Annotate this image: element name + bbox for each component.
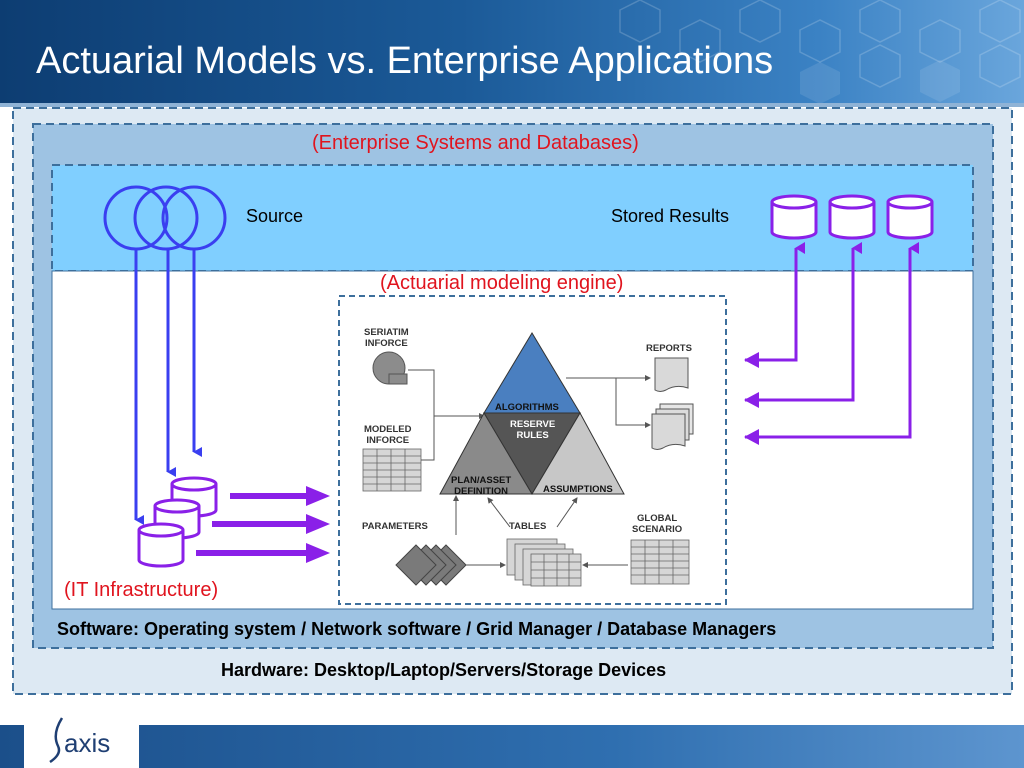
tables-label: TABLES [509, 521, 547, 532]
seriatim-inforce-icon [372, 351, 408, 385]
header-divider [0, 103, 1024, 107]
reports-label: REPORTS [646, 343, 692, 354]
stored-results-database-icons [770, 194, 934, 240]
it-database-icons [137, 476, 218, 568]
software-layer-label: Software: Operating system / Network sof… [57, 619, 777, 639]
company-logo: axis [64, 728, 111, 758]
engine-triangle [439, 332, 625, 495]
results-arrowheads-left [744, 352, 759, 445]
modeling-engine-label: (Actuarial modeling engine) [380, 272, 624, 294]
bottom-connectors [453, 495, 628, 568]
logo-background [24, 714, 139, 768]
parameters-label: PARAMETERS [362, 521, 428, 532]
results-flow-arrows [745, 242, 919, 439]
algorithms-label: ALGORITHMS [495, 402, 559, 413]
it-infrastructure-label: (IT Infrastructure) [64, 579, 219, 601]
enterprise-systems-band [51, 164, 974, 272]
footer-bar [0, 725, 1024, 768]
parameters-icon [395, 544, 467, 586]
stored-results-label: Stored Results [611, 206, 730, 226]
hexagon-pattern-decoration [619, 0, 1021, 103]
source-label: Source [246, 206, 304, 226]
slide-title: Actuarial Models vs. Enterprise Applicat… [36, 40, 774, 82]
tables-icon [506, 538, 582, 587]
assumptions-label: ASSUMPTIONS [543, 484, 613, 495]
input-connectors [408, 369, 485, 461]
data-flow-arrows [196, 486, 330, 563]
output-connectors [566, 375, 651, 428]
hardware-layer-label: Hardware: Desktop/Laptop/Servers/Storage… [221, 660, 667, 680]
axis-logo-icon [49, 717, 64, 764]
modeled-inforce-table-icon [362, 448, 422, 492]
enterprise-systems-label: (Enterprise Systems and Databases) [312, 132, 639, 154]
title-banner: Actuarial Models vs. Enterprise Applicat… [0, 0, 1024, 103]
reports-icon [651, 357, 694, 450]
global-scenario-table-icon [630, 539, 690, 585]
